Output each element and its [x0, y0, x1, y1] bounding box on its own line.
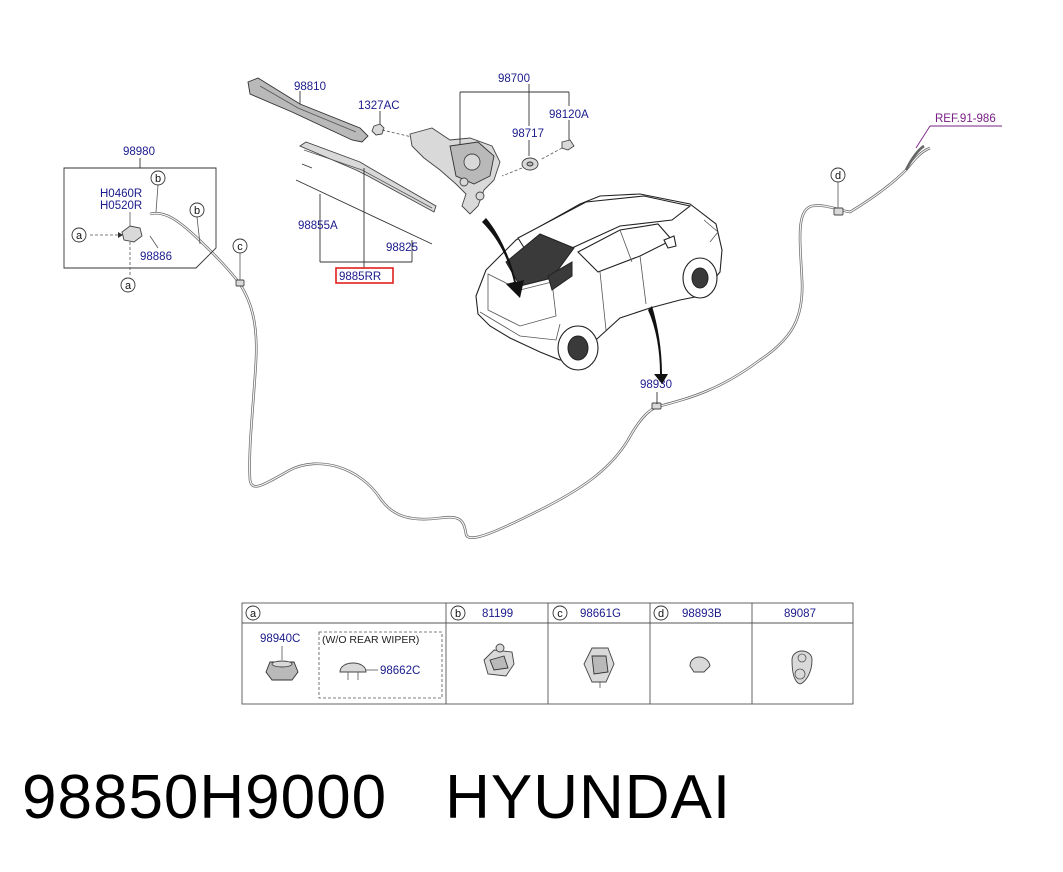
callout-a-bottom: a: [120, 277, 136, 293]
callout-b-top: b: [150, 170, 166, 213]
svg-text:a: a: [125, 280, 132, 292]
label-blade: 98825: [386, 242, 418, 254]
motor-bracket: [459, 84, 570, 156]
callout-c: c: [232, 238, 248, 280]
wiper-arm: [247, 77, 369, 143]
table-code-d: 98893B: [682, 608, 722, 620]
nozzle-group-frame: [63, 158, 217, 269]
ref-leader: [915, 125, 1002, 149]
wiper-blade: [295, 141, 437, 245]
label-nut: 1327AC: [358, 100, 400, 112]
label-nozzle-group: 98980: [123, 146, 155, 158]
part-81199: [483, 643, 515, 677]
pointer-arrow-motor: [482, 218, 524, 298]
svg-text:a: a: [76, 230, 83, 242]
label-nozzle-code2: H0520R: [100, 200, 142, 212]
blade-bracket: [319, 168, 413, 268]
hose-grommet: [651, 402, 662, 410]
table-code-c: 98661G: [580, 608, 621, 620]
part-98893b: [689, 656, 711, 673]
footer-caption: 98850H9000 HYUNDAI: [22, 762, 731, 833]
table-header-a: a: [245, 605, 261, 621]
svg-text:b: b: [155, 173, 161, 185]
hose-clip-c: [235, 279, 245, 287]
grommet: [501, 157, 539, 177]
label-hose: 98930: [640, 379, 672, 391]
motor-cap: [539, 139, 575, 161]
table-cell-a-alt-code: 98662C: [380, 665, 420, 677]
part-number: 98850H9000: [22, 763, 388, 832]
svg-text:d: d: [835, 170, 841, 182]
highlight-box: [335, 267, 394, 284]
nut: [371, 111, 413, 138]
exploded-parts-diagram: 98810 1327AC 98700 98120A 98717: [63, 73, 1002, 705]
pointer-arrow-hose: [648, 306, 668, 384]
nozzle: [90, 212, 159, 276]
table-cell-a-alt-box: [318, 631, 443, 699]
callout-a-left: a: [71, 227, 87, 243]
table-header-d: d 98893B: [653, 605, 722, 621]
label-blade-assy-highlight: 9885RR: [339, 271, 381, 283]
part-98940c: [265, 646, 299, 681]
label-ref: REF.91-986: [935, 113, 996, 125]
parts-table: [241, 602, 854, 705]
svg-text:c: c: [557, 608, 563, 620]
part-89087: [791, 650, 813, 685]
label-nozzle-code1: H0460R: [100, 188, 142, 200]
callout-b-right: b: [189, 202, 205, 245]
label-blade-rubber: 98855A: [298, 220, 338, 232]
table-code-b: 81199: [482, 608, 513, 620]
label-nozzle: 98886: [140, 251, 172, 263]
label-motor-assy: 98700: [498, 73, 530, 85]
hose-clip-d: [833, 207, 844, 216]
car-illustration: [475, 193, 723, 371]
part-98662c: [339, 662, 378, 680]
svg-text:a: a: [250, 608, 257, 620]
label-grommet: 98717: [512, 128, 544, 140]
brand-name: HYUNDAI: [445, 763, 732, 832]
part-98661g: [583, 647, 615, 688]
label-motor-cap: 98120A: [549, 109, 589, 121]
svg-text:d: d: [658, 608, 664, 620]
svg-text:b: b: [194, 205, 200, 217]
table-header-b: b 81199: [450, 605, 513, 621]
table-code-e: 89087: [784, 608, 816, 620]
table-cell-a-code: 98940C: [260, 633, 300, 645]
washer-hose: [149, 144, 931, 539]
table-cell-a-note: (W/O REAR WIPER): [322, 634, 419, 646]
svg-text:c: c: [237, 241, 243, 253]
wiper-motor: [409, 127, 501, 215]
label-arm: 98810: [294, 81, 326, 93]
callout-d: d: [830, 167, 846, 208]
svg-text:b: b: [455, 608, 461, 620]
table-header-c: c 98661G: [552, 605, 621, 621]
